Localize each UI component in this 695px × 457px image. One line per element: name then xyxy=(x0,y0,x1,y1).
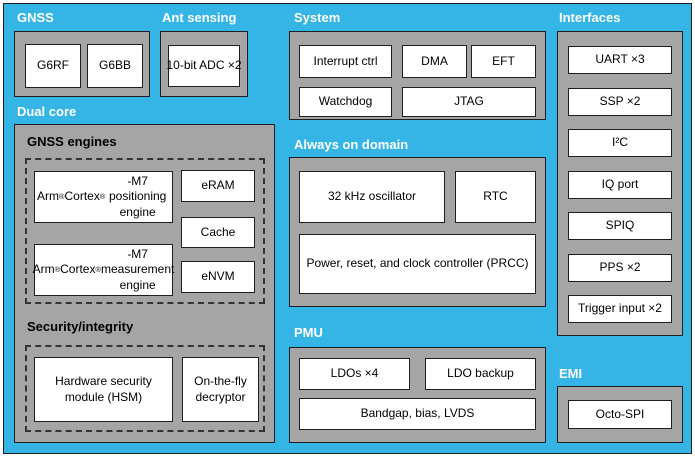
block-cortex-m7-measurement-engine: Arm® Cortex®-M7 measurement engine xyxy=(33,244,174,296)
section-label-gnss: GNSS xyxy=(17,10,54,25)
block-g6rf: G6RF xyxy=(25,44,81,88)
block-ldos: LDOs ×4 xyxy=(299,358,410,390)
block-cache: Cache xyxy=(181,217,255,248)
block-32khz-oscillator: 32 kHz oscillator xyxy=(299,171,445,223)
block-eram: eRAM xyxy=(181,170,255,202)
section-label-system: System xyxy=(294,10,341,25)
block-eft: EFT xyxy=(471,45,536,78)
block-10bit-adc: 10-bit ADC ×2 xyxy=(166,45,242,87)
block-jtag: JTAG xyxy=(402,87,536,117)
group-gnss-engines xyxy=(25,158,265,304)
block-i2c: I²C xyxy=(568,129,672,157)
block-octo-spi: Octo-SPI xyxy=(568,400,672,429)
block-rtc: RTC xyxy=(455,171,536,223)
section-label-always-on-domain: Always on domain xyxy=(294,137,409,152)
block-bandgap-bias-lvds: Bandgap, bias, LVDS xyxy=(299,398,536,430)
section-label-pmu: PMU xyxy=(294,325,323,340)
block-envm: eNVM xyxy=(181,261,255,293)
block-iq-port: IQ port xyxy=(568,171,672,199)
block-dma: DMA xyxy=(402,45,467,78)
section-label-ant-sensing: Ant sensing xyxy=(162,10,237,25)
block-prcc: Power, reset, and clock controller (PRCC… xyxy=(299,234,536,294)
block-hsm: Hardware security module (HSM) xyxy=(34,357,173,422)
section-label-emi: EMI xyxy=(559,366,583,381)
block-ldo-backup: LDO backup xyxy=(425,358,536,390)
group-label-gnss-engines: GNSS engines xyxy=(27,134,117,149)
block-trigger-input: Trigger input ×2 xyxy=(568,295,672,323)
block-ssp: SSP ×2 xyxy=(568,88,672,116)
block-g6bb: G6BB xyxy=(87,44,143,88)
block-pps: PPS ×2 xyxy=(568,254,672,282)
section-label-interfaces: Interfaces xyxy=(559,10,621,25)
block-cortex-m7-positioning-engine: Arm® Cortex®-M7 positioning engine xyxy=(34,171,173,223)
block-spiq: SPIQ xyxy=(568,212,672,240)
block-on-the-fly-decryptor: On-the-fly decryptor xyxy=(182,357,259,422)
block-interrupt-ctrl: Interrupt ctrl xyxy=(299,45,392,78)
block-uart: UART ×3 xyxy=(568,46,672,74)
group-security-integrity xyxy=(25,345,265,432)
section-label-dual-core: Dual core xyxy=(17,104,77,119)
block-watchdog: Watchdog xyxy=(299,87,392,117)
group-label-security-integrity: Security/integrity xyxy=(27,319,134,334)
